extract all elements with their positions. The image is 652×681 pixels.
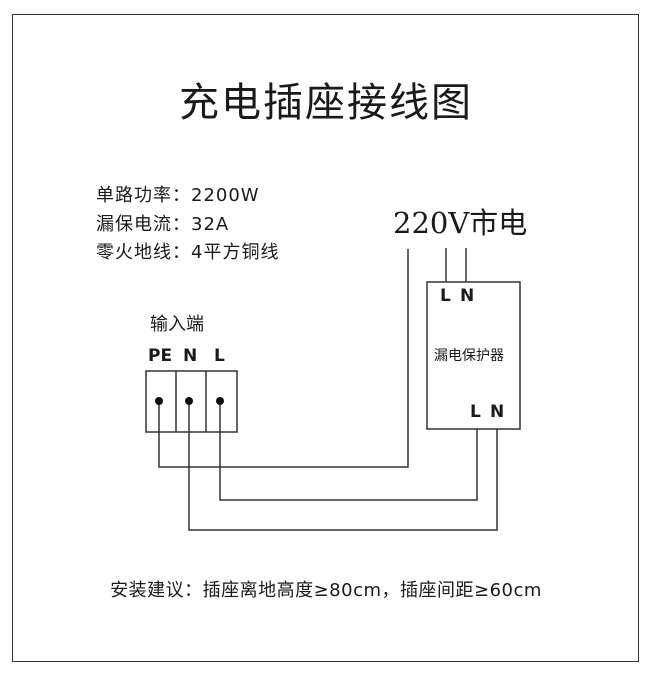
terminal-n-label: N [183, 346, 198, 366]
spec-wire-value: 4平方铜线 [191, 242, 280, 263]
diagram-title: 充电插座接线图 [179, 80, 473, 126]
terminal-n-screw [185, 397, 193, 405]
diagram-frame [12, 14, 639, 662]
terminal-l-screw [216, 397, 224, 405]
spec-power-value: 2200W [191, 185, 260, 206]
breaker-bottom-n-label: N [490, 402, 505, 422]
wire-n [188, 401, 498, 531]
spec-leakage: 漏保电流：32A [96, 213, 229, 237]
mains-label: 220V市电 [393, 206, 528, 240]
spec-wire: 零火地线：4平方铜线 [96, 241, 279, 265]
wire-l [219, 401, 478, 501]
input-label: 输入端 [150, 314, 204, 335]
terminal-pe-screw [155, 397, 163, 405]
spec-leakage-value: 32A [191, 214, 230, 235]
installation-note: 安装建议：插座离地高度≥80cm，插座间距≥60cm [110, 580, 542, 601]
input-terminal-block [145, 370, 238, 433]
breaker-top-l-label: L [440, 286, 451, 306]
spec-leakage-label: 漏保电流： [96, 214, 191, 235]
wire-pe [158, 249, 409, 468]
terminal-pe-label: PE [148, 346, 173, 366]
terminal-l-label: L [214, 346, 225, 366]
breaker-label: 漏电保护器 [434, 348, 504, 364]
spec-power-label: 单路功率： [96, 185, 191, 206]
breaker-bottom-l-label: L [470, 402, 481, 422]
spec-power: 单路功率：2200W [96, 184, 260, 208]
spec-wire-label: 零火地线： [96, 242, 191, 263]
leakage-protector-box [426, 281, 521, 430]
breaker-top-n-label: N [460, 286, 475, 306]
